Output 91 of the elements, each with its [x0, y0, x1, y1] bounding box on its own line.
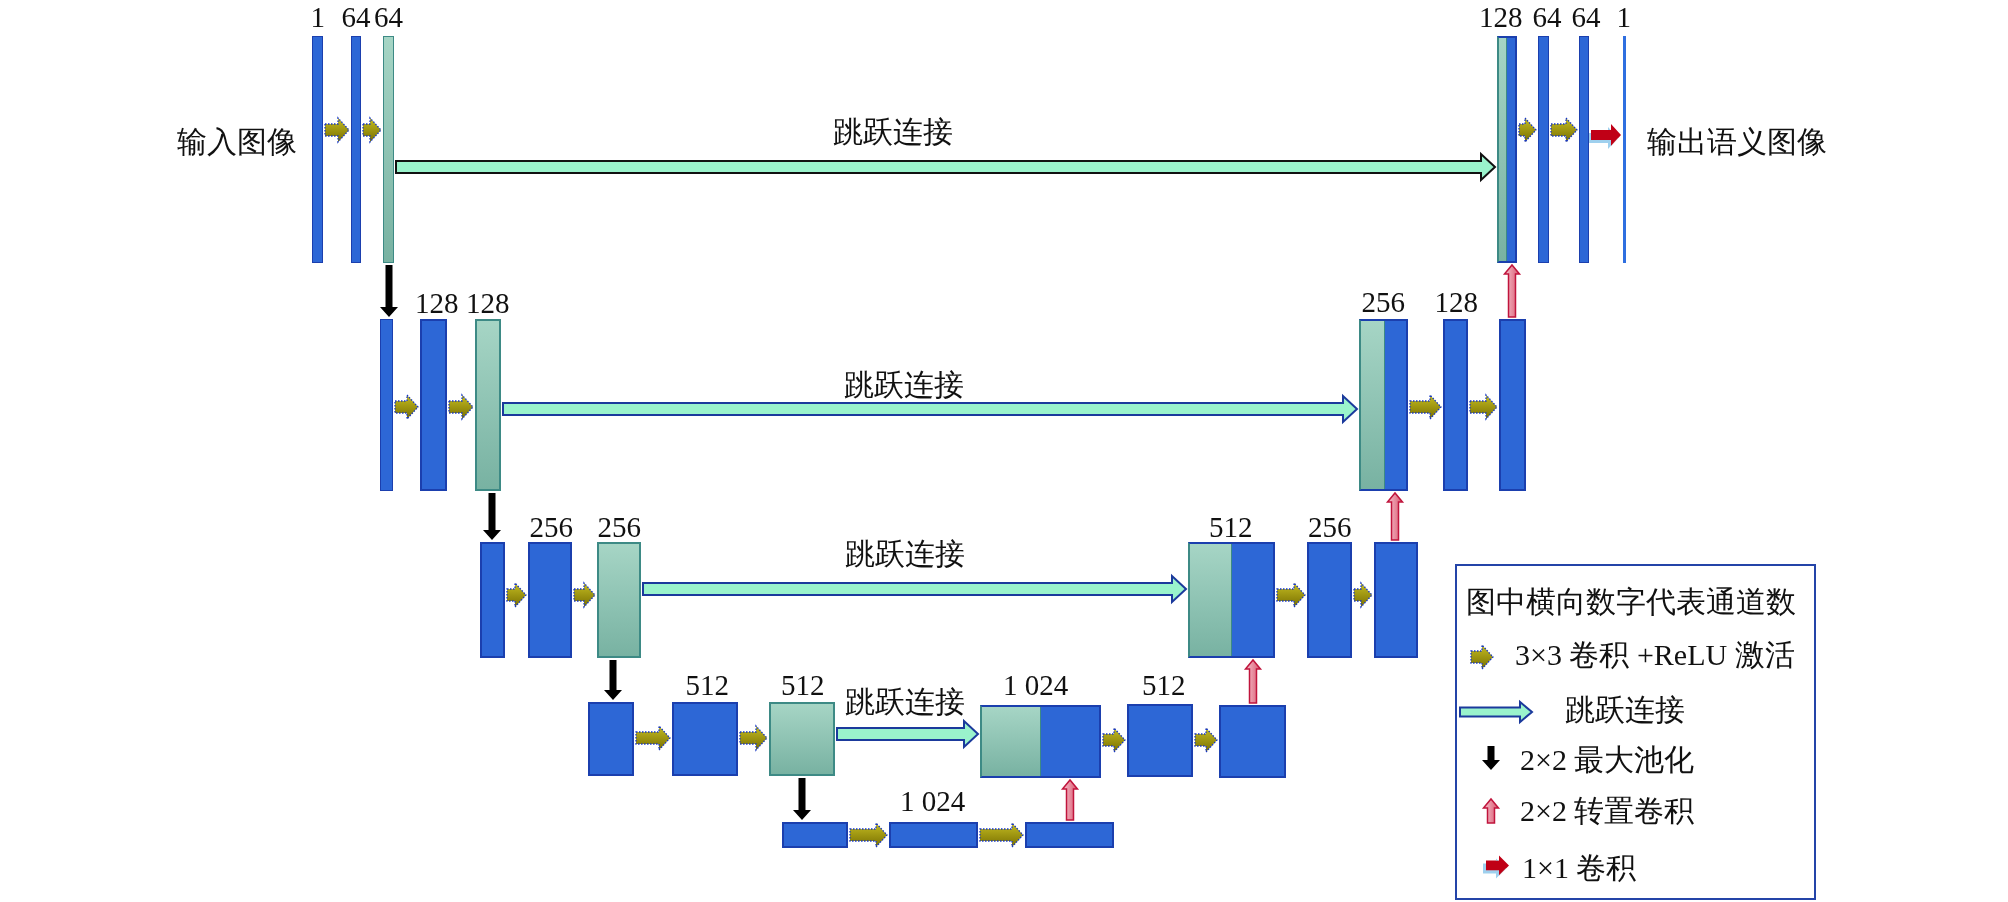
long-arrow [502, 393, 1359, 425]
feature-map-bar [782, 822, 848, 848]
feature-map-bar [475, 319, 501, 491]
feature-map-bar [1499, 319, 1526, 491]
right-arrow [1550, 116, 1578, 144]
channel-count: 64 [341, 3, 371, 32]
up-arrow [1243, 658, 1263, 704]
feature-map-bar [889, 822, 978, 848]
channel-count: 256 [1361, 288, 1405, 317]
channel-count: 1 024 [900, 787, 966, 816]
down-arrow [483, 493, 501, 540]
right-arrow [324, 116, 350, 144]
feature-map-bar [1374, 542, 1418, 658]
right-arrow [1518, 116, 1537, 144]
up-arrow [1385, 491, 1405, 541]
edge-label: 跳跃连接 [843, 685, 967, 719]
edge-label: 跳跃连接 [842, 368, 966, 402]
long-arrow [836, 718, 980, 750]
right-arrow [1194, 726, 1218, 754]
concatenated-feature-map [1497, 36, 1517, 263]
right-arrow [506, 581, 527, 609]
down-arrow [380, 265, 398, 317]
right-arrow [362, 116, 382, 144]
legend-label: 3×3 卷积 +ReLU 激活 [1515, 637, 1795, 673]
feature-map-bar [1219, 705, 1286, 778]
right-arrow [1409, 393, 1442, 421]
right-arrow [573, 581, 596, 609]
channel-count: 128 [415, 289, 459, 318]
channel-count: 128 [466, 289, 510, 318]
right-arrow [1353, 581, 1373, 609]
feature-map-bar [1443, 319, 1468, 491]
right-arrow [1469, 393, 1498, 421]
feature-map-bar [672, 702, 738, 776]
channel-count: 256 [529, 513, 573, 542]
up-arrow [1060, 778, 1080, 821]
feature-map-bar [1579, 36, 1589, 263]
feature-map-bar [380, 319, 393, 491]
feature-map-bar [1025, 822, 1114, 848]
up-arrow [1502, 263, 1522, 318]
long-arrow [395, 151, 1497, 183]
legend-label: 1×1 卷积 [1522, 850, 1637, 886]
feature-map-bar [1127, 704, 1193, 777]
feature-map-bar [420, 319, 447, 491]
channel-count: 1 [310, 3, 325, 32]
edge-label: 跳跃连接 [831, 115, 955, 149]
down-arrow [793, 778, 811, 820]
concatenated-feature-map [1188, 542, 1275, 658]
feature-map-bar [383, 36, 394, 263]
feature-map-bar [351, 36, 361, 263]
right-arrow [448, 393, 474, 421]
channel-count: 512 [1142, 671, 1186, 700]
right-arrow [1276, 581, 1306, 609]
channel-count: 1 [1616, 3, 1631, 32]
feature-map-bar [528, 542, 572, 658]
channel-count: 128 [1434, 288, 1478, 317]
feature-map-bar [1623, 36, 1626, 263]
right-arrow [739, 724, 768, 752]
feature-map-bar [588, 702, 634, 776]
output-label: 输出语义图像 [1647, 124, 1827, 160]
channel-count: 512 [781, 671, 825, 700]
right-arrow [635, 724, 671, 752]
right-arrow [849, 821, 888, 849]
feature-map-bar [312, 36, 323, 263]
channel-count: 64 [374, 3, 403, 32]
legend-label: 跳跃连接 [1565, 692, 1685, 728]
feature-map-bar [597, 542, 641, 658]
channel-count: 256 [597, 513, 641, 542]
channel-count: 128 [1479, 3, 1523, 32]
legend-title: 图中横向数字代表通道数 [1466, 584, 1796, 620]
channel-count: 1 024 [1003, 671, 1069, 700]
channel-count: 512 [685, 671, 729, 700]
right-arrow [979, 821, 1024, 849]
channel-count: 64 [1532, 3, 1562, 32]
edge-label: 跳跃连接 [843, 537, 967, 571]
concatenated-feature-map [1359, 319, 1408, 491]
feature-map-bar [1538, 36, 1549, 263]
feature-map-bar [1307, 542, 1352, 658]
concatenated-feature-map [980, 705, 1101, 778]
channel-count: 64 [1571, 3, 1601, 32]
legend-label: 2×2 转置卷积 [1520, 793, 1695, 829]
right-arrow [394, 393, 419, 421]
feature-map-bar [480, 542, 505, 658]
down-arrow [604, 660, 622, 700]
legend-label: 2×2 最大池化 [1520, 742, 1695, 778]
channel-count: 256 [1308, 513, 1352, 542]
long-arrow [642, 573, 1188, 605]
right-arrow [1102, 726, 1126, 754]
feature-map-bar [769, 702, 835, 776]
input-label: 输入图像 [177, 124, 297, 160]
channel-count: 512 [1209, 513, 1253, 542]
right-arrow [1591, 124, 1621, 146]
